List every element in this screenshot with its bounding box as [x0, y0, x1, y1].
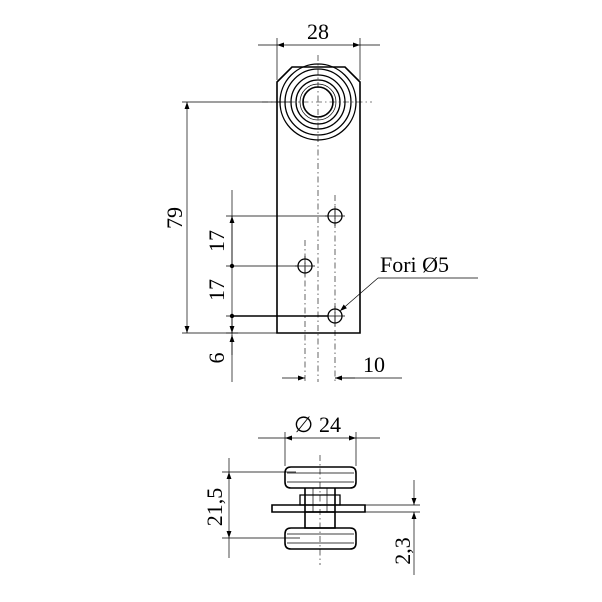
- dim-wheel-height-label: 21,5: [202, 488, 227, 527]
- dim-hole-spacing-lower-label: 17: [204, 279, 229, 301]
- dim-hole-offset-bottom-label: 6: [204, 353, 229, 364]
- dim-wheel-diameter-symbol: ∅: [294, 412, 313, 437]
- dim-hole-offset-lateral-label: 10: [363, 352, 385, 377]
- lower-flange: [284, 527, 357, 550]
- plate-outline: [276, 66, 361, 334]
- dim-flange-thickness-label: 2,3: [390, 537, 415, 565]
- dim-flange-thickness: 2,3: [365, 480, 420, 575]
- dim-plate-width: 28: [258, 19, 380, 80]
- bracket-plate-view: [262, 55, 372, 382]
- upper-wheel: [284, 466, 357, 489]
- holes-callout-label: Fori Ø5: [380, 252, 449, 277]
- dim-hole-offset-lateral: 10: [282, 352, 402, 381]
- dim-hole-spacing-upper-label: 17: [204, 230, 229, 252]
- dim-total-length-label: 79: [162, 207, 187, 229]
- wheel-side-view: [271, 455, 366, 565]
- mounting-plate-section: [271, 504, 366, 513]
- dim-wheel-diameter-label: 24: [319, 412, 341, 437]
- holes-callout: Fori Ø5: [339, 252, 478, 312]
- dim-total-length: 79: [162, 101, 290, 334]
- dim-hole-chain: 17 17 6: [204, 190, 328, 382]
- dim-plate-width-label: 28: [307, 19, 329, 44]
- dim-wheel-height: 21,5: [202, 458, 300, 558]
- dim-wheel-diameter: ∅ 24: [258, 412, 380, 466]
